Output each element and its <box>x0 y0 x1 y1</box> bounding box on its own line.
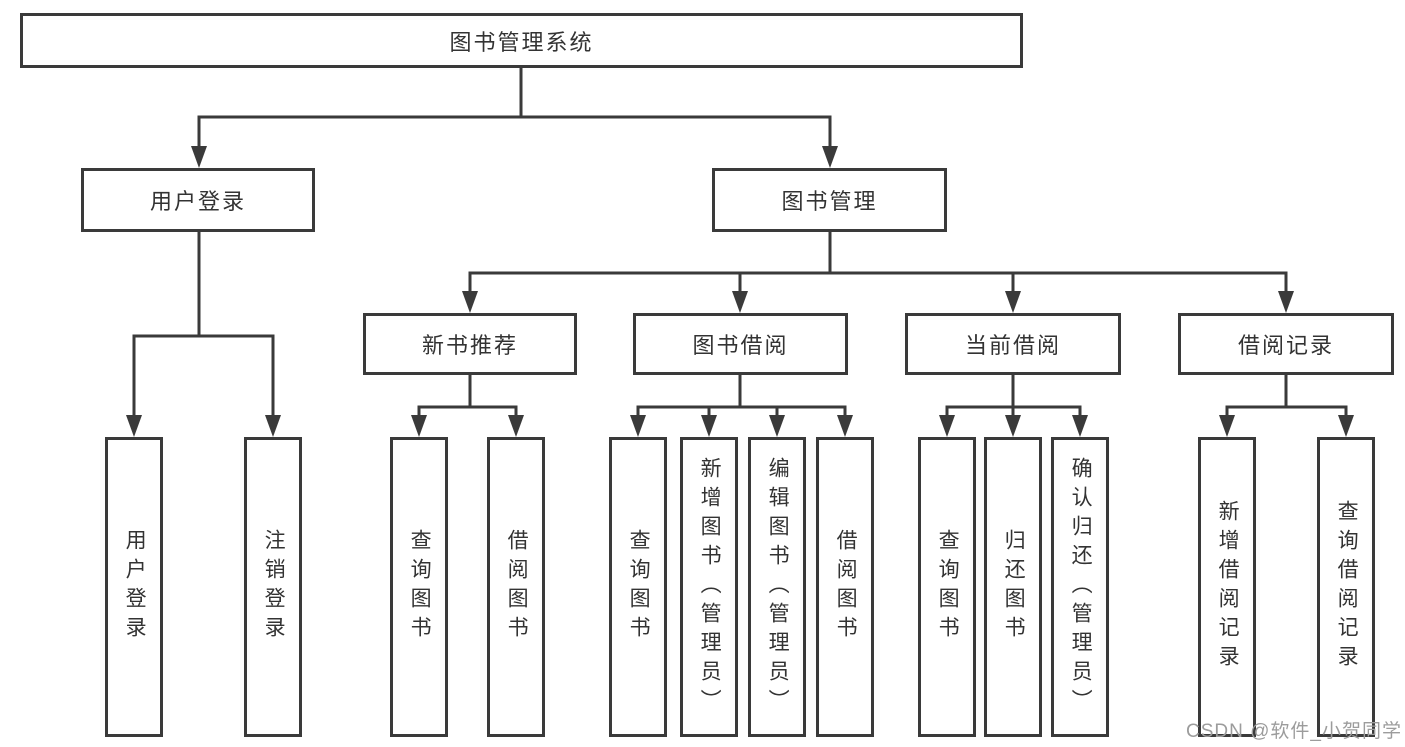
arrowhead-icon <box>1219 415 1235 437</box>
leaf-label: 查询图书 <box>936 529 960 645</box>
csdn-watermark: CSDN @软件_小贺同学 <box>1186 721 1402 742</box>
leaf-logout: 注销登录 <box>244 437 302 737</box>
leaf-user-login: 用户登录 <box>105 437 163 737</box>
arrowhead-icon <box>1005 415 1021 437</box>
leaf-label: 归还图书 <box>1002 529 1026 645</box>
node-book-management-label: 图书管理 <box>781 189 878 214</box>
arrowhead-icon <box>701 415 717 437</box>
node-current-borrow: 当前借阅 <box>905 313 1121 375</box>
leaf-label: 借阅图书 <box>834 529 858 645</box>
arrowhead-icon <box>769 415 785 437</box>
connector-lines <box>132 66 1348 422</box>
arrowhead-icon <box>1278 291 1294 313</box>
leaf-label: 查询图书 <box>627 529 651 645</box>
leaf-borrow-books-recommend: 借阅图书 <box>487 437 545 737</box>
node-root-label: 图书管理系统 <box>449 29 594 55</box>
arrowhead-icon <box>837 415 853 437</box>
node-borrow-records: 借阅记录 <box>1178 313 1394 375</box>
leaf-return-book: 归还图书 <box>984 437 1042 737</box>
leaf-query-books-borrow: 查询图书 <box>609 437 667 737</box>
leaf-add-book-admin: 新增图书（管理员） <box>680 437 738 737</box>
arrowhead-icon <box>1005 291 1021 313</box>
leaf-query-books-recommend: 查询图书 <box>390 437 448 737</box>
arrowhead-icon <box>508 415 524 437</box>
leaf-label: 注销登录 <box>262 529 286 645</box>
arrowhead-icon <box>462 291 478 313</box>
leaf-query-borrow-record: 查询借阅记录 <box>1317 437 1375 737</box>
leaf-query-books-current: 查询图书 <box>918 437 976 737</box>
leaf-borrow-books: 借阅图书 <box>816 437 874 737</box>
arrowhead-icon <box>630 415 646 437</box>
leaf-label: 查询借阅记录 <box>1335 500 1359 674</box>
leaf-label: 用户登录 <box>123 529 147 645</box>
leaf-confirm-return-admin: 确认归还（管理员） <box>1051 437 1109 737</box>
leaf-label: 新增图书（管理员） <box>698 456 722 718</box>
arrowhead-icon <box>939 415 955 437</box>
arrowhead-icon <box>1338 415 1354 437</box>
leaf-label: 查询图书 <box>408 529 432 645</box>
node-borrow-records-label: 借阅记录 <box>1237 333 1334 358</box>
node-root: 图书管理系统 <box>20 13 1023 68</box>
arrowhead-icons <box>126 146 1354 437</box>
arrowhead-icon <box>411 415 427 437</box>
arrowhead-icon <box>191 146 207 168</box>
node-book-management: 图书管理 <box>712 168 947 232</box>
node-current-borrow-label: 当前借阅 <box>964 333 1061 358</box>
node-book-borrow: 图书借阅 <box>633 313 848 375</box>
arrowhead-icon <box>1072 415 1088 437</box>
leaf-label: 新增借阅记录 <box>1216 500 1240 674</box>
arrowhead-icon <box>265 415 281 437</box>
leaf-edit-book-admin: 编辑图书（管理员） <box>748 437 806 737</box>
leaf-label: 借阅图书 <box>505 529 529 645</box>
node-user-login-label: 用户登录 <box>149 189 246 214</box>
node-new-book-recommend: 新书推荐 <box>363 313 577 375</box>
arrowhead-icon <box>126 415 142 437</box>
arrowhead-icon <box>822 146 838 168</box>
leaf-label: 确认归还（管理员） <box>1069 456 1093 718</box>
node-user-login: 用户登录 <box>81 168 315 232</box>
node-book-borrow-label: 图书借阅 <box>692 333 789 358</box>
leaf-label: 编辑图书（管理员） <box>766 456 790 718</box>
leaf-add-borrow-record: 新增借阅记录 <box>1198 437 1256 737</box>
arrowhead-icon <box>732 291 748 313</box>
node-new-book-recommend-label: 新书推荐 <box>421 333 518 358</box>
